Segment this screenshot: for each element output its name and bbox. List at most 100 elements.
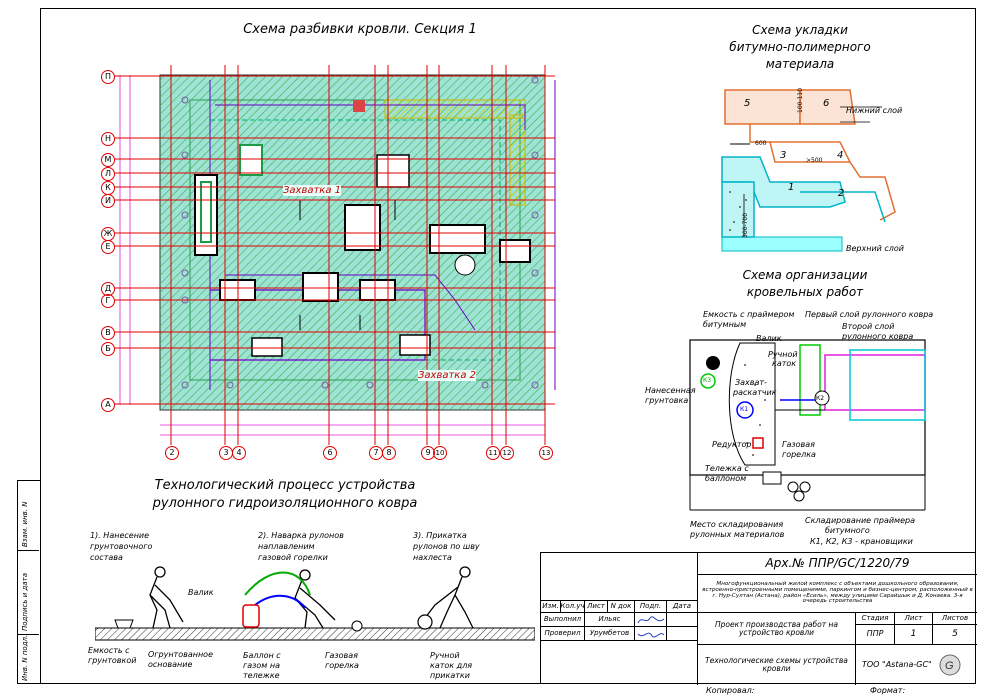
primer-tank-label-2: битумным: [703, 320, 747, 329]
roller-tool-label: Валик: [188, 588, 214, 597]
step-3-label: 3). Прикатка рулонов по шву нахлеста: [413, 531, 480, 562]
second-layer-label-1: Второй слой: [842, 322, 895, 331]
yellow-zone: [384, 99, 526, 119]
performer-name: Ильяс: [585, 613, 635, 627]
title-block: Изм. Кол.уч Лист N док Подп. Дата Выполн…: [540, 552, 977, 685]
company-cell: ТОО "Astana-GC" G: [856, 645, 977, 685]
cart-label-2: баллоном: [705, 474, 747, 483]
row-axis-e: Е: [101, 240, 115, 254]
primed-label-2: грунтовка: [645, 396, 689, 405]
layer-num-3: 3: [780, 150, 787, 161]
k1-marker: К1: [740, 406, 749, 413]
row-axis-p: П: [101, 70, 115, 84]
inv-dup-label: Взам. инв. N: [21, 501, 29, 547]
plan-title: Схема разбивки кровли. Секция 1: [243, 22, 477, 37]
col-list: Лист: [585, 601, 608, 613]
col-podp: Подп.: [635, 601, 667, 613]
row-axis-zh: Ж: [101, 227, 115, 241]
checker-name: Урумбетов: [585, 627, 635, 641]
project-description: Многофункциональный жилой комплекс с объ…: [698, 575, 977, 613]
step-1-label: 1). Нанесение грунтовочного состава: [90, 531, 153, 562]
k3-marker: К3: [703, 377, 712, 384]
sheet-value: 1: [895, 625, 933, 645]
layer-num-6: 6: [823, 98, 830, 109]
col-axis-10: 10: [433, 446, 447, 460]
gas-burner-caption: Газовая горелка: [325, 651, 359, 670]
svg-text:G: G: [945, 660, 954, 672]
dim-600: 600: [755, 140, 767, 147]
checked-label: Проверил: [541, 627, 585, 641]
first-layer-label: Первый слой рулонного ковра: [805, 310, 934, 319]
col-kol: Кол.уч: [561, 601, 585, 613]
process-illustration: [95, 566, 535, 641]
layering-diagram: [721, 89, 896, 252]
side-stamp-strip: Взам. инв. N Подпись и дата Инв. N подл.: [17, 480, 40, 684]
cart-label-1: Тележка с: [705, 464, 749, 473]
hand-roller-label-2: каток: [772, 359, 797, 368]
layer-num-1: 1: [788, 182, 795, 193]
storage-roll-label-1: Место складирования: [690, 520, 784, 529]
copied-label: Копировал:: [706, 686, 755, 695]
sheets-header: Листов: [933, 613, 977, 625]
sheet-header: Лист: [895, 613, 933, 625]
hand-roller-label-1: Ручной: [768, 350, 798, 359]
second-layer-label-2: рулонного ковра: [842, 332, 914, 341]
col-ndok: N док: [608, 601, 635, 613]
col-axis-11: 11: [486, 446, 500, 460]
dim-500: >500: [806, 157, 823, 164]
inv-orig-label: Инв. N подл.: [21, 634, 29, 681]
row-axis-l: Л: [101, 167, 115, 181]
format-label: Формат:: [870, 686, 906, 695]
dim-100-110: 100-110: [797, 87, 804, 113]
col-axis-6: 6: [323, 446, 337, 460]
layering-title: Схема укладки битумно-полимерного матери…: [729, 23, 871, 71]
k2-marker: К2: [816, 395, 825, 402]
doc-code: Арх.№ ППР/GC/1220/79: [698, 553, 977, 575]
gripper-label-1: Захват-: [735, 378, 767, 387]
company-name: ТОО "Astana-GC": [862, 659, 932, 669]
primed-label-1: Нанесенная: [645, 386, 696, 395]
org-title: Схема организации кровельных работ: [742, 268, 868, 299]
col-axis-4: 4: [232, 446, 246, 460]
drawing-name: Технологические схемы устройства кровли: [698, 645, 856, 685]
sheets-value: 5: [933, 625, 977, 645]
row-axis-v: В: [101, 326, 115, 340]
row-axis-m: М: [101, 153, 115, 167]
gas-cylinder-caption: Баллон с газом на тележке: [243, 651, 281, 680]
org-diagram: [689, 339, 926, 511]
lower-layer-label: Нижний слой: [846, 106, 903, 115]
row-axis-n: Н: [101, 132, 115, 146]
row-axis-k: К: [101, 181, 115, 195]
col-axis-3: 3: [219, 446, 233, 460]
storage-roll-label-2: рулонных материалов: [690, 530, 785, 539]
zone-1-label: Захватка 1: [283, 185, 342, 196]
col-data: Дата: [667, 601, 698, 613]
col-axis-8: 8: [382, 446, 396, 460]
checker-signature: [635, 627, 667, 641]
layer-num-5: 5: [744, 98, 751, 109]
layer-num-2: 2: [838, 188, 845, 199]
primer-tank-label-1: Емкость с праймером: [703, 310, 795, 319]
row-axis-g: Г: [101, 294, 115, 308]
storage-primer-label-1: Складирование праймера: [805, 516, 915, 525]
process-title: Технологический процесс устройства рулон…: [152, 478, 418, 511]
stage-header: Стадия: [856, 613, 895, 625]
roof-plan: [115, 65, 556, 445]
sign-date-label: Подпись и дата: [21, 573, 29, 631]
drawing-frame: [40, 8, 976, 684]
roller-label: Валик: [756, 334, 782, 343]
row-axis-i: И: [101, 194, 115, 208]
stage-value: ППР: [856, 625, 895, 645]
col-axis-2: 2: [165, 446, 179, 460]
primed-base-caption: Огрунтованное основание: [148, 650, 213, 669]
hand-roller-caption: Ручной каток для прикатки: [430, 651, 473, 680]
upper-layer-label: Верхний слой: [846, 244, 904, 253]
project-name: Проект производства работ на устройство …: [698, 613, 856, 645]
dim-300-700: 300-700: [742, 212, 749, 238]
performer-signature: [635, 613, 667, 627]
primer-tank-caption: Емкость с грунтовкой: [88, 646, 137, 665]
gripper-label-2: раскатчик: [733, 388, 777, 397]
col-axis-13: 13: [539, 446, 553, 460]
cranes-label: К1, К2, К3 - крановщики: [810, 537, 913, 546]
col-izm: Изм.: [541, 601, 561, 613]
